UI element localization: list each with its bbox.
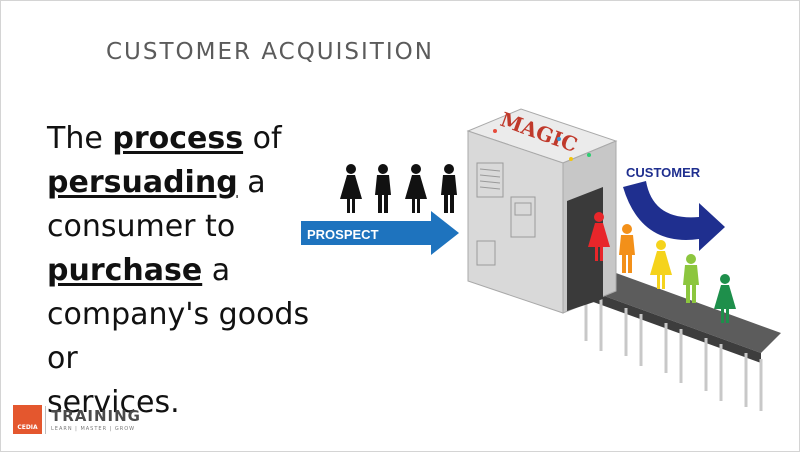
logo-mark: CEDIA (17, 424, 38, 431)
text-services: services. (47, 385, 180, 420)
prospect-person-icon (405, 164, 427, 213)
conveyor-belt (563, 261, 781, 411)
prospect-person-icon (340, 164, 362, 213)
cedia-logo: CEDIA (13, 405, 42, 434)
text-a: a (237, 165, 266, 200)
definition-text: The process of persuading a consumer to … (47, 117, 347, 425)
customer-person-icon (650, 240, 672, 289)
customer-person-icon (683, 254, 699, 303)
prospect-person-icon (375, 164, 391, 213)
slide-title: CUSTOMER ACQUISITION (106, 39, 434, 65)
text-the: The (47, 121, 113, 156)
prospect-label: PROSPECT (307, 227, 379, 242)
text-a2: a (202, 253, 231, 288)
keyword-purchase: purchase (47, 253, 203, 288)
keyword-process: process (112, 121, 244, 156)
text-of: of (243, 121, 282, 156)
prospect-arrow: PROSPECT (301, 211, 459, 255)
magic-funnel-illustration: MAGIC PROSPECT CUSTOMER (301, 107, 781, 411)
prospect-person-icon (441, 164, 457, 213)
logo-tagline: LEARN | MASTER | GROW (51, 426, 136, 432)
text-company: company's goods or (47, 297, 310, 376)
customer-arrow: CUSTOMER (623, 165, 725, 251)
sparkles (493, 129, 591, 161)
customer-person-icon (619, 224, 635, 273)
prospect-people (340, 164, 457, 213)
logo-divider (45, 406, 46, 434)
keyword-persuading: persuading (47, 165, 238, 200)
logo-training-text: TRAINING (51, 407, 141, 425)
magic-machine: MAGIC (466, 107, 618, 314)
customer-label: CUSTOMER (626, 165, 701, 180)
text-consumer: consumer to (47, 209, 236, 244)
